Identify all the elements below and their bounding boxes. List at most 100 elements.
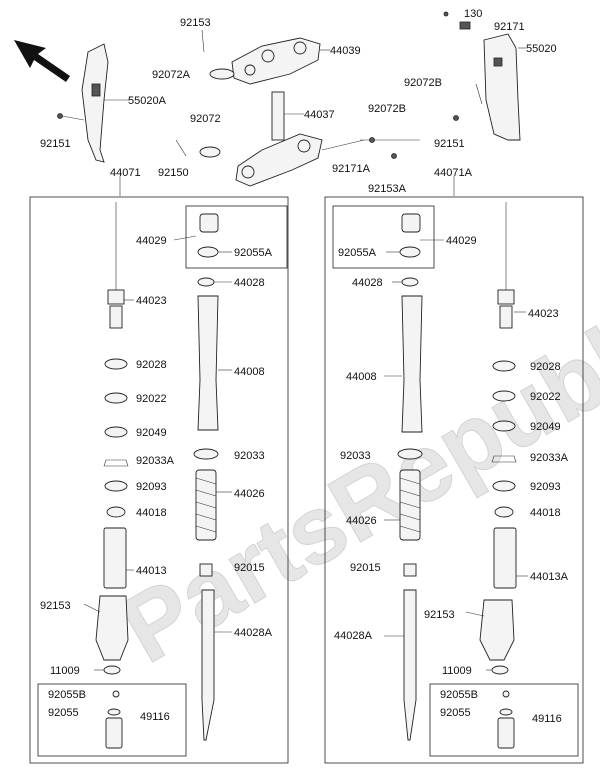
bush-44018-left bbox=[106, 506, 126, 518]
oring-92033-right bbox=[397, 448, 423, 460]
label-44039: 44039 bbox=[330, 45, 361, 57]
label-44026-right: 44026 bbox=[346, 515, 377, 527]
label-44013a-right: 44013A bbox=[530, 571, 569, 583]
oring-92055b-left bbox=[112, 690, 120, 698]
washer-11009-right bbox=[491, 665, 509, 675]
bolt-92150 bbox=[175, 139, 187, 157]
clamp-92072a bbox=[209, 68, 235, 80]
right-fork-assembly-number: 44071A bbox=[434, 167, 473, 179]
label-11009-left: 11009 bbox=[50, 665, 80, 677]
seal-92093-right bbox=[492, 480, 516, 492]
label-44008-left: 44008 bbox=[234, 366, 265, 378]
label-44023-left: 44023 bbox=[136, 295, 167, 307]
front-direction-arrow bbox=[14, 40, 70, 82]
label-92150: 92150 bbox=[158, 167, 189, 179]
inner-rod-44028a-left bbox=[201, 589, 215, 741]
bolt-92151-left bbox=[57, 113, 63, 119]
label-44018-left: 44018 bbox=[136, 507, 167, 519]
band-92072b-right bbox=[475, 83, 483, 105]
nut-92015-left bbox=[199, 563, 213, 577]
piston-44023-right bbox=[497, 289, 515, 305]
label-44028a-left: 44028A bbox=[234, 627, 273, 639]
bolt-92153-right bbox=[465, 611, 485, 617]
label-44028a-right: 44028A bbox=[334, 630, 373, 642]
label-92015-left: 92015 bbox=[234, 562, 265, 574]
valve-49116-left bbox=[105, 717, 123, 749]
label-92049-right: 92049 bbox=[530, 421, 561, 433]
washer-11009-left bbox=[103, 665, 121, 675]
label-44037: 44037 bbox=[304, 109, 335, 121]
label-92072b: 92072B bbox=[368, 103, 406, 115]
inner-tube-44013-left bbox=[103, 527, 127, 589]
left-fork-box bbox=[29, 196, 289, 764]
label-92151-right: 92151 bbox=[434, 138, 465, 150]
seal-92093-left bbox=[104, 480, 128, 492]
clamp-92072 bbox=[199, 146, 221, 158]
outer-tube-44008-left bbox=[197, 295, 219, 431]
label-92093-left: 92093 bbox=[136, 481, 167, 493]
oring-92055-right bbox=[499, 708, 513, 716]
piston-44023-left bbox=[107, 289, 125, 305]
label-130: 130 bbox=[464, 8, 482, 20]
axle-holder-left bbox=[95, 595, 129, 661]
label-49116-left: 49116 bbox=[140, 711, 170, 723]
bush-92028-right bbox=[492, 360, 516, 372]
bolt-130 bbox=[443, 11, 449, 17]
oring-92033-left bbox=[193, 448, 219, 460]
watermark-text: PartsRepublik bbox=[104, 268, 600, 684]
washer-92022-right bbox=[492, 390, 516, 402]
bolt-92153a bbox=[391, 153, 397, 159]
label-92072a: 92072A bbox=[152, 69, 191, 81]
left-cap-subbox bbox=[185, 205, 288, 269]
label-92151-left: 92151 bbox=[40, 138, 71, 150]
label-11009-right: 11009 bbox=[442, 665, 472, 677]
label-55020a: 55020A bbox=[128, 95, 167, 107]
clip-92033a-right bbox=[491, 455, 517, 463]
label-92055b-right: 92055B bbox=[440, 689, 478, 701]
oring-92055b-right bbox=[502, 690, 510, 698]
ring-44028-left bbox=[197, 277, 215, 287]
oring-92055-left bbox=[107, 708, 121, 716]
axle-holder-right bbox=[479, 599, 515, 661]
label-92049-left: 92049 bbox=[136, 427, 167, 439]
bolt-92153-left bbox=[83, 603, 101, 613]
bush-92028-left bbox=[104, 358, 128, 370]
clip-92171 bbox=[459, 21, 471, 30]
label-92153-top: 92153 bbox=[180, 17, 211, 29]
label-92055a-left: 92055A bbox=[234, 247, 273, 259]
label-92072: 92072 bbox=[190, 113, 221, 125]
fork-cover-left-part bbox=[81, 43, 109, 163]
label-44008-right: 44008 bbox=[346, 371, 377, 383]
washer-92022-left bbox=[104, 392, 128, 404]
label-92171a: 92171A bbox=[332, 163, 371, 175]
label-44029-right: 44029 bbox=[446, 235, 477, 247]
label-92055a-right: 92055A bbox=[338, 247, 377, 259]
fork-cap-44029-right bbox=[401, 213, 421, 233]
label-92028-left: 92028 bbox=[136, 359, 167, 371]
label-44018-right: 44018 bbox=[530, 507, 561, 519]
spring-44026-right bbox=[399, 469, 421, 541]
label-44026-left: 44026 bbox=[234, 488, 265, 500]
ring-44028-right bbox=[401, 277, 419, 287]
clip-92033a-left bbox=[103, 459, 129, 467]
fork-cover-right-part bbox=[483, 33, 521, 141]
upper-bracket-part bbox=[231, 37, 321, 85]
label-92153-left: 92153 bbox=[40, 600, 71, 612]
left-fork-assembly-number: 44071 bbox=[110, 167, 141, 179]
seal-92049-left bbox=[104, 426, 128, 438]
label-49116-right: 49116 bbox=[532, 713, 562, 725]
label-92153a: 92153A bbox=[368, 183, 407, 195]
spring-44026-left bbox=[195, 469, 217, 541]
steering-stem-part bbox=[235, 91, 323, 187]
label-44028-left: 44028 bbox=[234, 277, 265, 289]
label-92055b-left: 92055B bbox=[48, 689, 86, 701]
label-92022-right: 92022 bbox=[530, 391, 561, 403]
valve-49116-right bbox=[497, 717, 515, 749]
oring-92055a-left bbox=[197, 246, 219, 258]
label-92033a-left: 92033A bbox=[136, 455, 175, 467]
bolt-92151-right bbox=[453, 115, 459, 121]
bush-44018-right bbox=[494, 506, 514, 518]
outer-tube-44008-right bbox=[401, 295, 423, 433]
